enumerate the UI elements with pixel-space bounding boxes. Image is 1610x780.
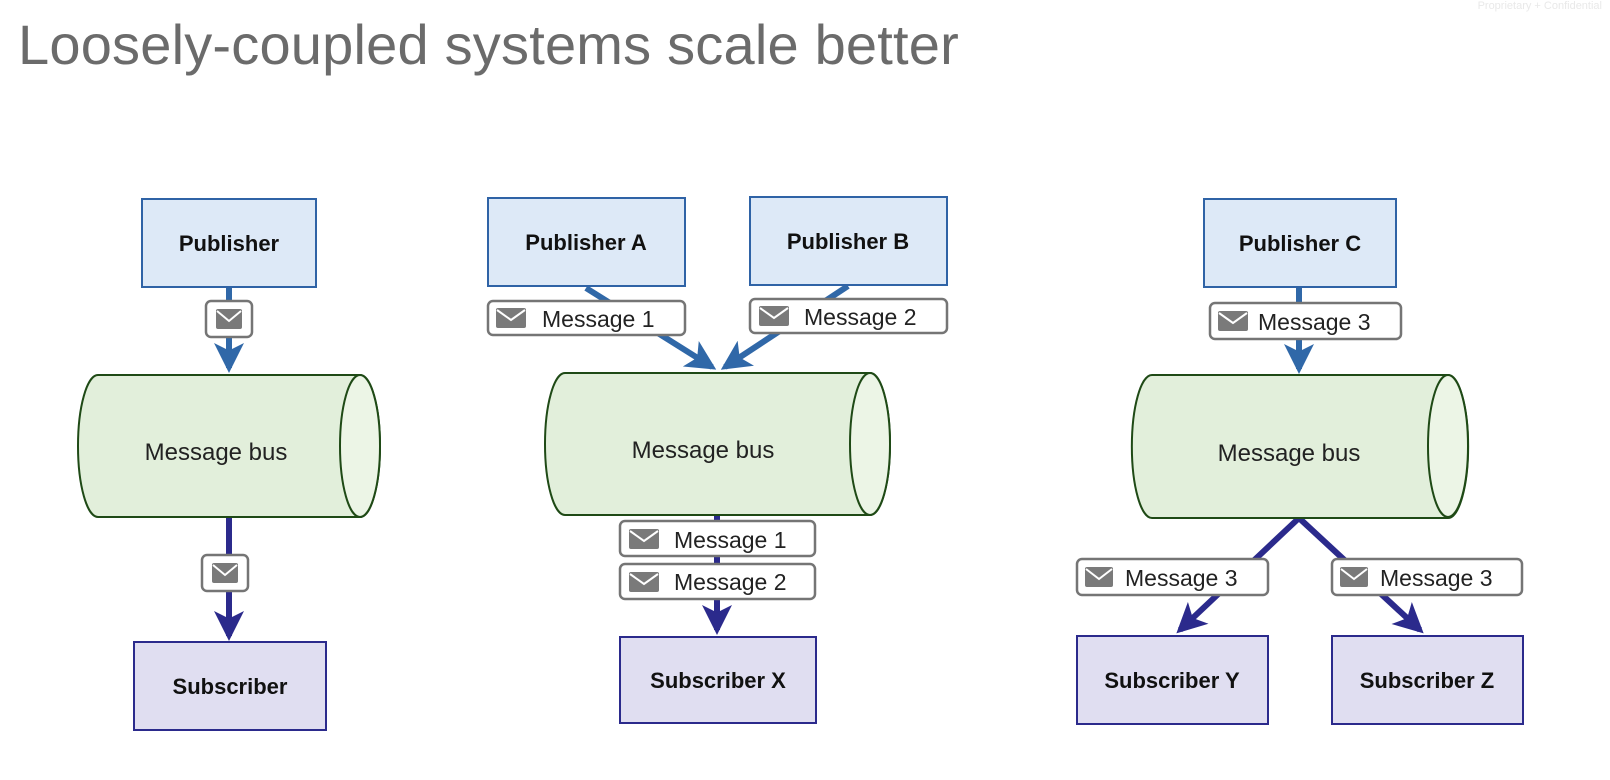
subscriber-box[interactable]: Subscriber bbox=[133, 641, 327, 731]
envelope-icon bbox=[216, 309, 242, 329]
slide-title: Loosely-coupled systems scale better bbox=[18, 13, 959, 76]
publisher-a-label: Publisher A bbox=[525, 230, 647, 255]
subscriber-label: Subscriber X bbox=[650, 668, 786, 693]
message-label: Message 3 bbox=[1258, 309, 1371, 335]
message-label: Message 3 bbox=[1380, 565, 1493, 591]
envelope-icon bbox=[629, 529, 659, 549]
message-label: Message 2 bbox=[674, 569, 787, 595]
publisher-box[interactable]: Publisher bbox=[141, 198, 317, 288]
publisher-label: Publisher bbox=[179, 231, 280, 256]
publisher-c-label: Publisher C bbox=[1239, 231, 1361, 256]
publisher-b-box[interactable]: Publisher B bbox=[749, 196, 948, 286]
subscriber-z-box[interactable]: Subscriber Z bbox=[1331, 635, 1524, 725]
message-chip: Message 2 bbox=[618, 562, 817, 601]
message-bus: Message bus bbox=[77, 374, 381, 518]
subscriber-y-box[interactable]: Subscriber Y bbox=[1076, 635, 1269, 725]
message-chip: Message 3 bbox=[1208, 301, 1403, 341]
message-label: Message 2 bbox=[804, 304, 917, 330]
publisher-b-label: Publisher B bbox=[787, 229, 909, 254]
message-label: Message 1 bbox=[542, 306, 655, 332]
message-chip: Message 1 bbox=[486, 299, 687, 337]
message-label: Message 3 bbox=[1125, 565, 1238, 591]
publisher-c-box[interactable]: Publisher C bbox=[1203, 198, 1397, 288]
message-chip bbox=[200, 553, 250, 593]
message-bus: Message bus bbox=[544, 372, 891, 516]
envelope-icon bbox=[1340, 567, 1368, 587]
envelope-icon bbox=[629, 572, 659, 592]
envelope-icon bbox=[212, 563, 238, 583]
envelope-icon bbox=[496, 308, 526, 328]
message-chip: Message 3 bbox=[1330, 557, 1524, 597]
diagram-one-to-many: Publisher C Message bus Message 3 Messag… bbox=[1075, 198, 1524, 725]
message-bus: Message bus bbox=[1130, 374, 1470, 519]
diagram-many-to-one: Publisher A Publisher B Message bus Mess… bbox=[486, 196, 949, 724]
bus-label: Message bus bbox=[632, 437, 775, 464]
bus-label: Message bus bbox=[1218, 440, 1361, 467]
subscriber-box[interactable]: Subscriber X bbox=[619, 636, 817, 724]
message-chip bbox=[204, 299, 254, 339]
subscriber-y-label: Subscriber Y bbox=[1104, 668, 1240, 693]
message-chip: Message 2 bbox=[748, 297, 949, 335]
envelope-icon bbox=[759, 306, 789, 326]
subscriber-label: Subscriber bbox=[173, 674, 288, 699]
diagram-single: Publisher Message bus Subscriber bbox=[77, 198, 381, 731]
publisher-a-box[interactable]: Publisher A bbox=[487, 197, 686, 287]
message-chip: Message 3 bbox=[1075, 557, 1270, 597]
envelope-icon bbox=[1085, 567, 1113, 587]
message-label: Message 1 bbox=[674, 527, 787, 553]
subscriber-z-label: Subscriber Z bbox=[1360, 668, 1494, 693]
confidential-note: Proprietary + Confidential bbox=[1477, 0, 1602, 12]
bus-label: Message bus bbox=[145, 439, 288, 466]
message-chip: Message 1 bbox=[618, 519, 817, 558]
envelope-icon bbox=[1218, 311, 1248, 331]
